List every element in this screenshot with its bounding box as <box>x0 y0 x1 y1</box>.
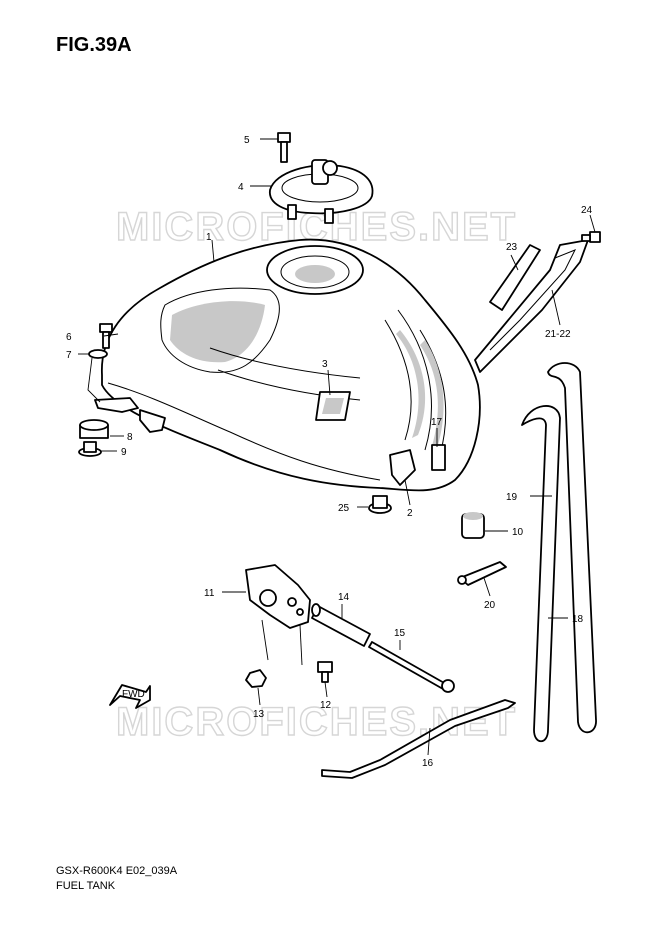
part-11-bracket <box>245 564 311 629</box>
part-10-cushion <box>461 512 485 539</box>
part-6-bolt <box>99 323 113 349</box>
callout-8: 8 <box>127 432 133 443</box>
callout-21-22: 21-22 <box>545 329 571 340</box>
callout-10: 10 <box>512 527 524 538</box>
callout-15: 15 <box>394 628 406 639</box>
fwd-label: FWD <box>122 689 145 700</box>
part-4-fuel-cap <box>269 159 374 224</box>
callout-13: 13 <box>253 709 265 720</box>
figure-title: FIG.39A <box>56 34 132 56</box>
callout-20: 20 <box>484 600 496 611</box>
part-3-emblem <box>315 391 351 421</box>
callout-7: 7 <box>66 350 72 361</box>
part-24-screw <box>581 231 601 243</box>
callout-11: 11 <box>204 588 215 599</box>
model-code: GSX-R600K4 E02_039A <box>56 865 178 877</box>
callouts: 5 4 1 6 7 8 9 3 2 17 25 10 20 11 14 15 1… <box>66 135 593 769</box>
part-16-prop-rod <box>321 699 516 779</box>
callout-17: 17 <box>431 417 443 428</box>
callout-1: 1 <box>206 232 212 243</box>
callout-4: 4 <box>238 182 244 193</box>
callout-25: 25 <box>338 503 350 514</box>
callout-6: 6 <box>66 332 72 343</box>
part-20-clamp <box>459 561 507 586</box>
figure-caption: FUEL TANK <box>56 880 116 892</box>
part-14-damper <box>311 603 371 647</box>
part-23-pad <box>489 244 541 311</box>
part-9-collar <box>78 441 102 457</box>
part-13-nut <box>245 669 267 688</box>
part-8-cushion <box>79 419 109 439</box>
part-18-hose <box>547 362 597 734</box>
callout-2: 2 <box>407 508 413 519</box>
part-2-bracket <box>389 449 416 486</box>
callout-3: 3 <box>322 359 328 370</box>
callout-19: 19 <box>506 492 518 503</box>
part-15-rod <box>368 641 455 693</box>
leader-lines <box>78 138 596 756</box>
part-21-22-cover <box>474 239 589 373</box>
part-19-hose <box>521 405 561 743</box>
part-21-22-cover-edge <box>489 249 577 351</box>
callout-24: 24 <box>581 205 593 216</box>
callout-18: 18 <box>572 614 584 625</box>
fuel-tank <box>94 238 481 492</box>
part-17-plate <box>431 444 446 471</box>
callout-14: 14 <box>338 592 350 603</box>
callout-12: 12 <box>320 700 332 711</box>
callout-23: 23 <box>506 242 518 253</box>
callout-9: 9 <box>121 447 127 458</box>
part-25-grommet <box>368 495 392 514</box>
part-12-bolt <box>317 661 333 683</box>
part-7-washer <box>88 349 108 359</box>
part-5-bolt <box>277 132 291 163</box>
part-20-clamp-end <box>457 575 467 585</box>
callout-5: 5 <box>244 135 250 146</box>
callout-16: 16 <box>422 758 434 769</box>
forward-arrow: FWD <box>109 684 151 709</box>
